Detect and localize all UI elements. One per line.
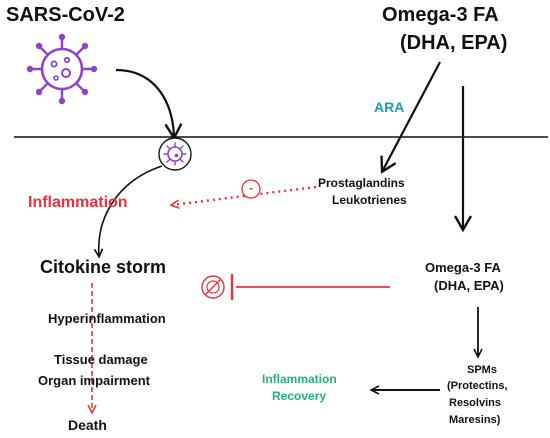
cytokine-storm-label: Citokine storm [40,257,167,277]
leukotrienes-label: Leukotrienes [332,193,407,207]
prohibited-icon [201,275,225,299]
inflammation-recovery-label: Inflammation [262,372,337,386]
death-label: Death [68,417,107,433]
virus-in-cell-icon [158,137,192,171]
ara-label: ARA [374,99,405,115]
ara-arrow [380,61,441,174]
recovery-label: Recovery [272,389,327,403]
prostaglandins-to-inflammation-arrow [172,185,317,205]
maresins-label: Maresins) [449,414,501,426]
dha-epa-mid-label: (DHA, EPA) [434,278,504,293]
resolvins-label: Resolvins [449,397,501,409]
virus-icon [26,33,98,105]
prostaglandins-label: Prostaglandins [318,176,405,190]
inhibition-symbol: - [249,181,253,195]
inflammation-label: Inflammation [28,194,128,211]
omega3-top-label: Omega-3 FA [382,4,499,26]
tissue-damage-label: Tissue damage [54,352,148,367]
omega3-mid-label: Omega-3 FA [425,260,501,275]
spms-label: SPMs [467,364,497,376]
protectins-label: (Protectins, [447,380,508,392]
sars-cov-2-label: SARS-CoV-2 [6,4,125,26]
dha-epa-top-label: (DHA, EPA) [400,32,508,54]
virus-entry-arrow [115,68,183,141]
organ-impairment-label: Organ impairment [38,373,150,388]
inhibition-circle-icon [241,179,261,199]
hyperinflammation-label: Hyperinflammation [48,311,166,326]
cell-to-cytokine-arrow [99,165,163,256]
